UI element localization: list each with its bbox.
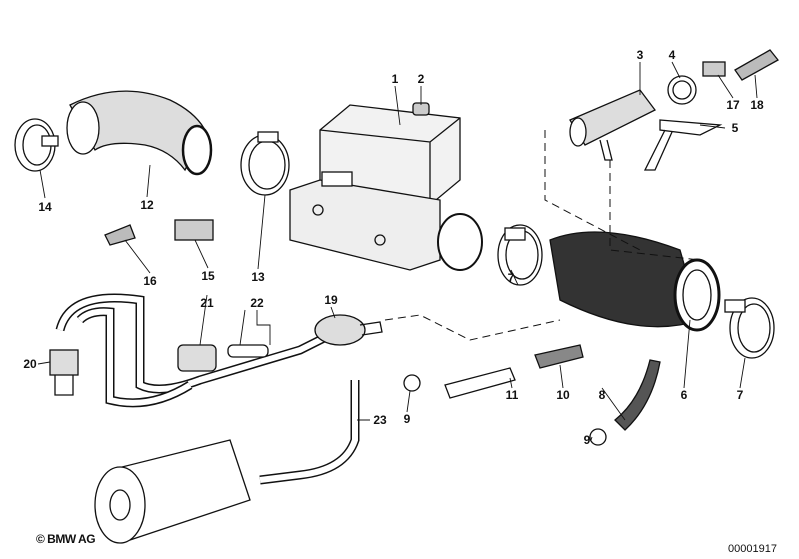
label-part-18: 18	[750, 98, 764, 112]
clamp-9a[interactable]	[403, 374, 421, 392]
label-part-7b: 7	[736, 388, 744, 402]
hose-22[interactable]	[227, 344, 269, 358]
idle-valve-3[interactable]	[569, 89, 656, 161]
hose-clamp-13[interactable]	[240, 131, 290, 196]
label-part-16: 16	[143, 274, 157, 288]
label-part-9a: 9	[403, 412, 411, 426]
label-part-9b: 9	[583, 433, 591, 447]
temperature-switch-20[interactable]	[49, 349, 79, 396]
label-part-23: 23	[373, 413, 387, 427]
label-part-19: 19	[324, 293, 338, 307]
diagram-code: 00001917	[728, 543, 777, 555]
boot-16[interactable]	[104, 224, 136, 246]
label-part-8: 8	[598, 388, 606, 402]
label-part-11: 11	[505, 388, 519, 402]
vacuum-line	[55, 130, 701, 485]
label-part-22: 22	[250, 296, 264, 310]
leader-lines	[37, 61, 758, 441]
label-part-13: 13	[251, 270, 265, 284]
vacuum-unit-19[interactable]	[314, 314, 383, 346]
label-part-5: 5	[731, 121, 739, 135]
hose-clamp-14[interactable]	[14, 118, 59, 172]
intake-bellows-6[interactable]	[549, 231, 721, 332]
label-part-21: 21	[200, 296, 214, 310]
label-part-3: 3	[636, 48, 644, 62]
label-part-4: 4	[668, 48, 676, 62]
clamp-9b[interactable]	[589, 428, 607, 446]
label-part-12: 12	[140, 198, 154, 212]
label-part-6: 6	[680, 388, 688, 402]
check-valve-21[interactable]	[177, 344, 217, 372]
label-part-2: 2	[417, 72, 425, 86]
connector-15[interactable]	[174, 219, 214, 241]
air-flow-meter-1[interactable]	[289, 104, 483, 271]
hose-10[interactable]	[534, 344, 584, 369]
hose-clamp-7a[interactable]	[497, 224, 543, 286]
hose-11[interactable]	[444, 367, 516, 399]
label-part-10: 10	[556, 388, 570, 402]
label-part-20: 20	[23, 357, 37, 371]
bracket-5[interactable]	[643, 119, 723, 171]
label-part-17: 17	[726, 98, 740, 112]
copyright-text: © BMW AG	[36, 532, 96, 546]
boot-18[interactable]	[734, 49, 779, 81]
intake-boot-12[interactable]	[66, 90, 213, 176]
hose-8[interactable]	[614, 359, 661, 431]
canister[interactable]	[94, 439, 251, 544]
label-part-7a: 7	[507, 271, 515, 285]
label-part-15: 15	[201, 269, 215, 283]
connector-17[interactable]	[702, 61, 726, 77]
label-part-14: 14	[38, 200, 52, 214]
label-part-1: 1	[391, 72, 399, 86]
bracket-4[interactable]	[667, 75, 697, 105]
hose-clamp-7b[interactable]	[724, 297, 775, 359]
